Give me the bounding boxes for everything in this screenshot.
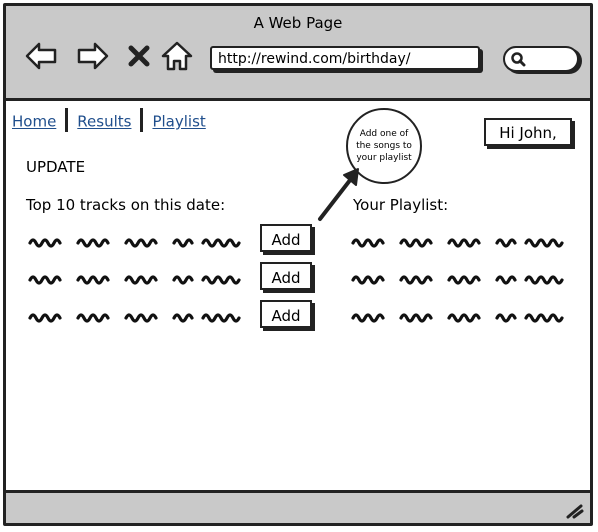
playlist-placeholder-text [351,275,564,285]
nav-link-home[interactable]: Home [12,112,57,131]
your-playlist-heading: Your Playlist: [353,196,449,214]
track-placeholder-text [28,275,241,285]
browser-window: A Web Page http://rewind.com/birthday/ H… [3,3,593,526]
nav-divider [140,108,144,132]
home-icon[interactable] [160,40,194,72]
playlist-placeholder-text [351,313,564,323]
add-track-button[interactable]: Add [260,262,312,290]
browser-chrome: A Web Page http://rewind.com/birthday/ [6,6,590,101]
add-track-button[interactable]: Add [260,224,312,252]
resize-grip-icon[interactable] [564,501,584,519]
status-bar [6,490,590,523]
track-placeholder-text [28,313,241,323]
page-content: Home Results Playlist Add one of the songs… [6,101,590,496]
top-tracks-heading: Top 10 tracks on this date: [26,196,226,214]
nav-link-results[interactable]: Results [77,112,132,131]
user-greeting[interactable]: Hi John, [484,118,572,146]
back-arrow-icon[interactable] [24,40,58,72]
nav-link-playlist[interactable]: Playlist [152,112,206,131]
add-track-button[interactable]: Add [260,300,312,328]
window-title: A Web Page [253,14,343,32]
update-label: UPDATE [26,158,86,176]
callout-text: Add one of the songs to your playlist [356,129,412,163]
nav-divider [65,108,69,132]
url-input[interactable]: http://rewind.com/birthday/ [210,46,480,70]
close-x-icon[interactable] [126,40,152,72]
playlist-placeholder-text [351,238,564,248]
forward-arrow-icon[interactable] [76,40,110,72]
search-icon [511,52,526,67]
callout-arrow [318,168,359,221]
search-input[interactable] [503,46,579,72]
track-placeholder-text [28,238,241,248]
breadcrumb-nav: Home Results Playlist [12,108,206,134]
